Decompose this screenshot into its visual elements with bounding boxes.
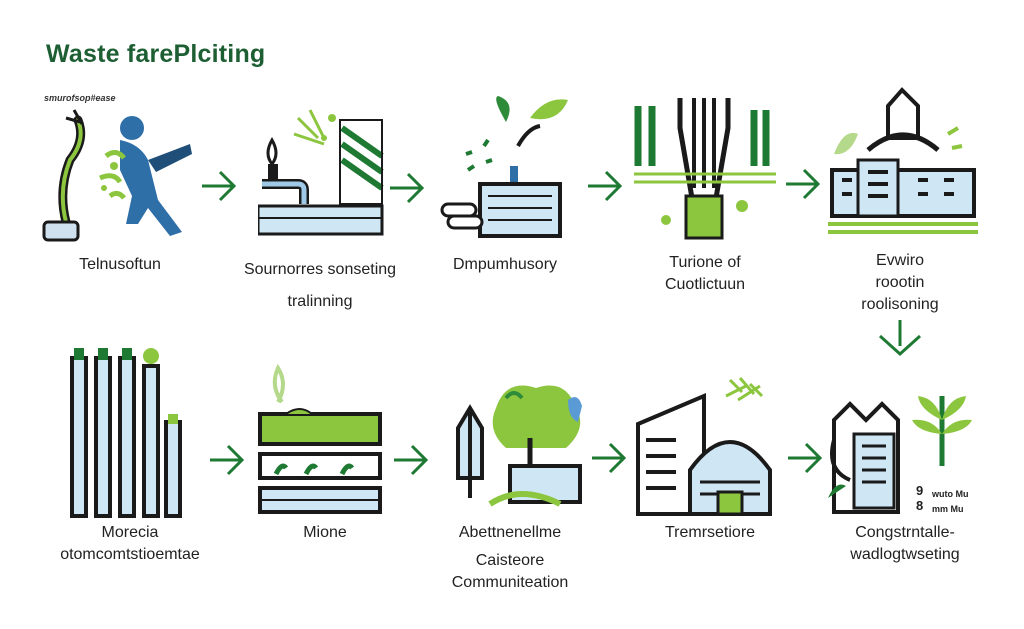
arrow-right-icon: [592, 442, 627, 474]
step-label-line: Morecia: [101, 524, 159, 541]
factory-icon: [828, 396, 972, 514]
recycling-building-icon: [828, 87, 978, 234]
step-label-line: Telnusoftun: [79, 256, 161, 273]
processing-plant-icon: [440, 96, 568, 238]
step-label: Abettnenellme Caisteore Communiteation: [420, 522, 600, 594]
step-label-line: Tremrsetiore: [664, 524, 756, 541]
step-label: Morecia otomcomtstioemtae: [30, 522, 230, 566]
icon-caption: sтurofsop#ease: [44, 93, 116, 103]
sorting-worker-icon: [42, 109, 192, 242]
arrow-down-icon: [878, 320, 922, 357]
step-label-line: Sournorres sonseting: [243, 261, 397, 278]
step-label-line: Congstrntalle-: [855, 524, 955, 541]
step-label-line: roootin: [875, 274, 925, 291]
step-label-line: Abettnenellme: [458, 524, 562, 541]
step-label-line: Mione: [303, 524, 347, 541]
tag-2: wuto Mu: [932, 489, 969, 499]
step-label: Turione of Cuotlictuun: [620, 252, 790, 296]
arrow-right-icon: [210, 444, 245, 476]
tag-4: mm Mu: [932, 504, 964, 514]
step-label-line: Cuotlictuun: [664, 276, 746, 293]
transfer-station-icon: [636, 377, 772, 516]
storage-tubes-icon: [70, 348, 182, 518]
page-title: Waste farePlciting: [46, 40, 266, 68]
step-label-line: Dmpumhusory: [452, 256, 558, 273]
landfill-layers-icon: [258, 363, 382, 514]
step-label: Telnusoftun: [40, 254, 200, 276]
arrow-right-icon: [390, 172, 425, 204]
sorting-facility-icon: [258, 109, 384, 236]
step-label-line: otomcomtstioemtae: [60, 546, 200, 563]
tag-1: 9: [916, 483, 924, 498]
arrow-right-icon: [788, 442, 823, 474]
step-label-line: Caisteore: [475, 552, 545, 569]
collection-tower-icon: [634, 98, 776, 240]
step-label: Evwiro roootin roolisoning: [820, 250, 980, 316]
step-label-line: wadlogtwseting: [850, 546, 960, 563]
step-label: Tremrsetiore: [620, 522, 800, 544]
arrow-right-icon: [202, 170, 237, 202]
step-label-line: Communiteation: [451, 574, 569, 591]
step-label: Sournorres sonseting tralinning: [220, 254, 420, 318]
step-label: Congstrntalle- wadlogtwseting: [810, 522, 1000, 566]
tag-3: 8: [916, 498, 924, 513]
arrow-right-icon: [588, 170, 623, 202]
arrow-right-icon: [394, 444, 429, 476]
step-label: Mione: [250, 522, 400, 544]
step-label: Dmpumhusory: [420, 254, 590, 276]
step-label-line: Turione of: [669, 254, 741, 271]
step-label-line: Evwiro: [875, 252, 924, 269]
arrow-right-icon: [786, 168, 821, 200]
community-park-icon: [456, 385, 582, 507]
step-label-line: roolisoning: [861, 296, 939, 313]
step-label-line: tralinning: [287, 293, 353, 310]
